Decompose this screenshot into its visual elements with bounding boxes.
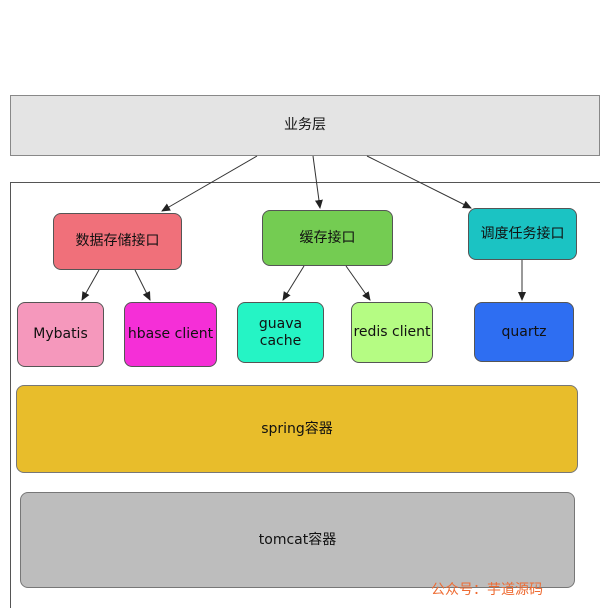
quartz-box: quartz — [474, 302, 574, 362]
spring-container-box: spring容器 — [16, 385, 578, 473]
guava-cache-label: guava cache — [259, 316, 302, 350]
guava-cache-label-line1: guava — [258, 315, 303, 332]
cache-interface-label: 缓存接口 — [299, 229, 356, 246]
guava-cache-label-line2: cache — [259, 332, 302, 349]
arrow-business-to-schedule — [366, 155, 472, 209]
quartz-label: quartz — [501, 323, 547, 340]
cache-interface-box: 缓存接口 — [262, 210, 393, 266]
arrow-data-storage-to-mybatis — [81, 269, 100, 301]
guava-cache-box: guava cache — [237, 302, 324, 363]
redis-client-box: redis client — [351, 302, 433, 363]
tomcat-container-label: tomcat容器 — [258, 531, 337, 548]
business-layer-label: 业务层 — [284, 117, 326, 133]
mybatis-label: Mybatis — [33, 326, 88, 342]
business-layer-box: 业务层 — [10, 95, 600, 156]
data-storage-interface-label: 数据存储接口 — [75, 233, 160, 249]
data-storage-interface-box: 数据存储接口 — [53, 213, 182, 270]
arrow-business-to-data-storage — [161, 155, 258, 212]
schedule-task-interface-label: 调度任务接口 — [480, 225, 565, 242]
arrow-business-to-cache — [312, 155, 323, 209]
schedule-task-interface-box: 调度任务接口 — [468, 208, 577, 260]
arrow-data-storage-to-hbase — [134, 269, 151, 301]
tomcat-container-box: tomcat容器 — [20, 492, 575, 588]
hbase-client-label: hbase client — [127, 326, 214, 342]
arrow-cache-to-redis — [345, 265, 371, 301]
redis-client-label: redis client — [353, 324, 431, 340]
application-frame — [10, 182, 600, 608]
hbase-client-box: hbase client — [124, 302, 217, 367]
mybatis-box: Mybatis — [17, 302, 104, 367]
spring-container-label: spring容器 — [261, 420, 333, 437]
watermark-text: 公众号：芋道源码 — [431, 582, 543, 598]
arrow-cache-to-guava — [282, 265, 305, 301]
